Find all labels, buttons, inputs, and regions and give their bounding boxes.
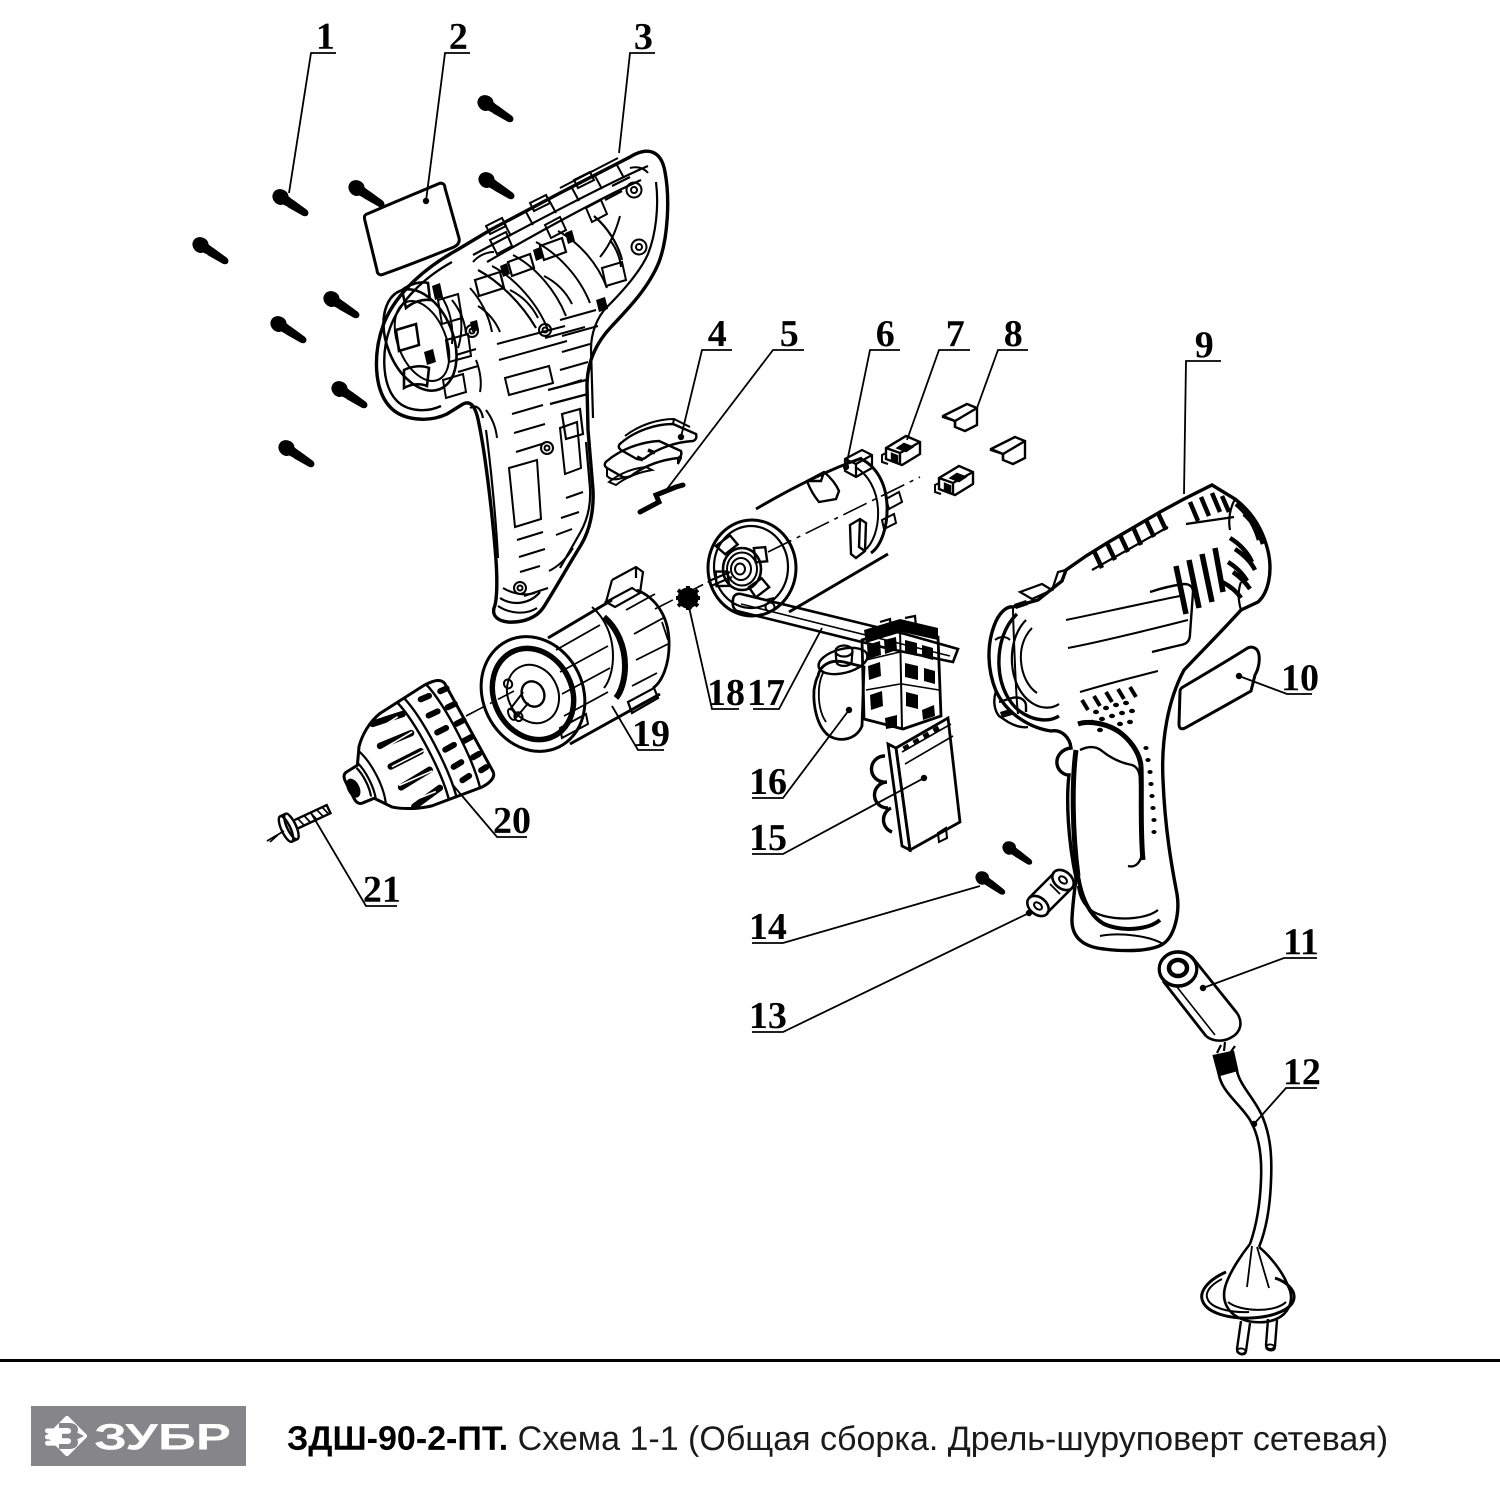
svg-text:16: 16 — [749, 761, 787, 803]
svg-text:6: 6 — [876, 313, 895, 355]
svg-text:5: 5 — [780, 313, 799, 355]
svg-text:1: 1 — [316, 16, 335, 58]
svg-text:4: 4 — [708, 313, 727, 355]
svg-text:3: 3 — [634, 16, 653, 58]
svg-text:2: 2 — [449, 16, 468, 58]
svg-text:11: 11 — [1283, 921, 1319, 963]
svg-text:15: 15 — [749, 817, 787, 859]
svg-text:20: 20 — [493, 800, 531, 842]
svg-text:ЗУБР: ЗУБР — [94, 1416, 231, 1457]
svg-text:17: 17 — [747, 672, 785, 714]
svg-text:7: 7 — [946, 313, 965, 355]
svg-text:21: 21 — [363, 869, 401, 911]
svg-text:18: 18 — [707, 672, 745, 714]
svg-text:9: 9 — [1195, 324, 1214, 366]
svg-text:12: 12 — [1283, 1051, 1321, 1093]
svg-text:8: 8 — [1004, 313, 1023, 355]
svg-text:13: 13 — [749, 995, 787, 1037]
svg-text:19: 19 — [632, 713, 670, 755]
svg-text:10: 10 — [1281, 657, 1319, 699]
svg-text:14: 14 — [749, 906, 787, 948]
